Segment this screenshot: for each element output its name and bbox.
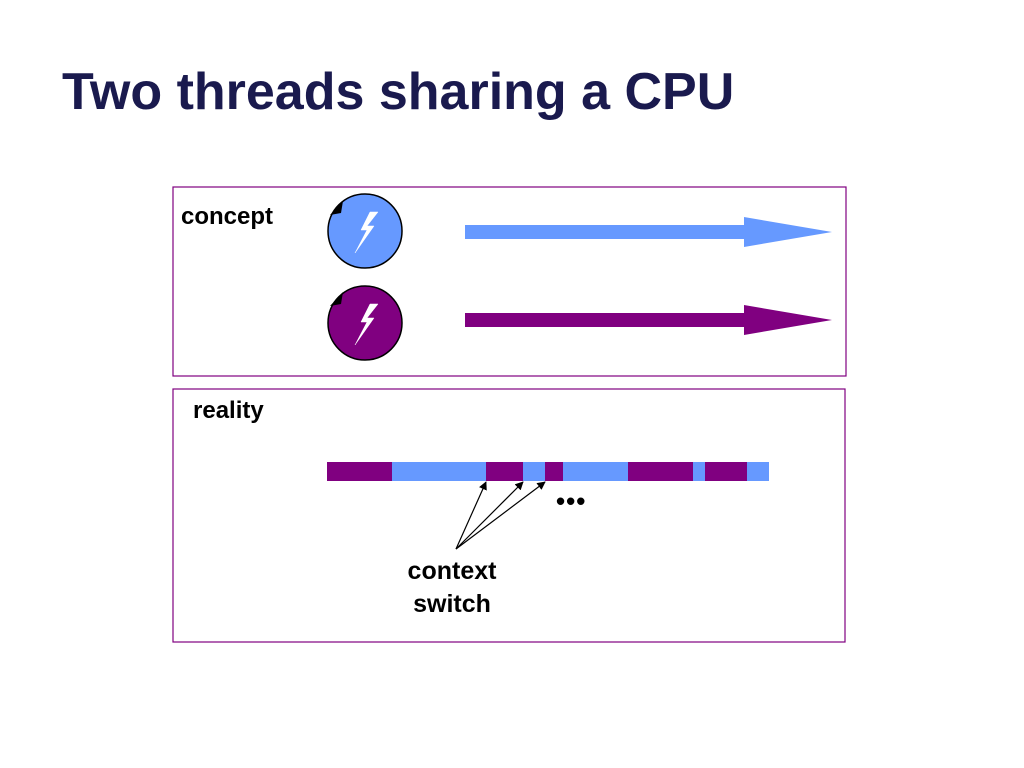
- timeline-segment: [628, 462, 693, 481]
- thread-a-arrow: [465, 217, 832, 247]
- context-switch-label-line2: switch: [413, 590, 491, 618]
- timeline-ellipsis: •••: [556, 486, 586, 516]
- context-switch-pointers: [455, 481, 546, 550]
- reality-label: reality: [193, 397, 264, 424]
- timeline-segment: [486, 462, 523, 481]
- timeline-segment: [392, 462, 486, 481]
- lightning-bolt-icon: [354, 303, 379, 346]
- slide-title: Two threads sharing a CPU: [62, 63, 735, 121]
- thread-b-icon: [327, 285, 403, 361]
- timeline-segment: [747, 462, 769, 481]
- timeline-segment: [523, 462, 545, 481]
- context-switch-label-line1: context: [408, 557, 498, 585]
- cpu-timeline: [327, 462, 769, 481]
- timeline-segment: [563, 462, 628, 481]
- concept-panel-frame: [172, 186, 847, 377]
- reality-panel-frame: [172, 388, 846, 643]
- timeline-segment: [693, 462, 705, 481]
- thread-a-circle: [327, 193, 403, 269]
- lightning-bolt-icon: [354, 211, 379, 254]
- thread-b-circle-arrowhead: [330, 292, 343, 306]
- thread-b-circle: [327, 285, 403, 361]
- context-switch-pointer: [455, 481, 487, 550]
- thread-a-circle-arrowhead: [330, 201, 343, 215]
- context-switch-pointer: [455, 481, 546, 550]
- concept-label: concept: [181, 203, 273, 230]
- timeline-segment: [327, 462, 392, 481]
- context-switch-pointer: [455, 481, 524, 550]
- timeline-segment: [705, 462, 747, 481]
- thread-b-arrow: [465, 305, 832, 335]
- reality-panel: reality ••• context: [172, 388, 846, 643]
- concept-panel: concept: [172, 186, 847, 377]
- thread-a-icon: [327, 193, 403, 269]
- timeline-segment: [545, 462, 563, 481]
